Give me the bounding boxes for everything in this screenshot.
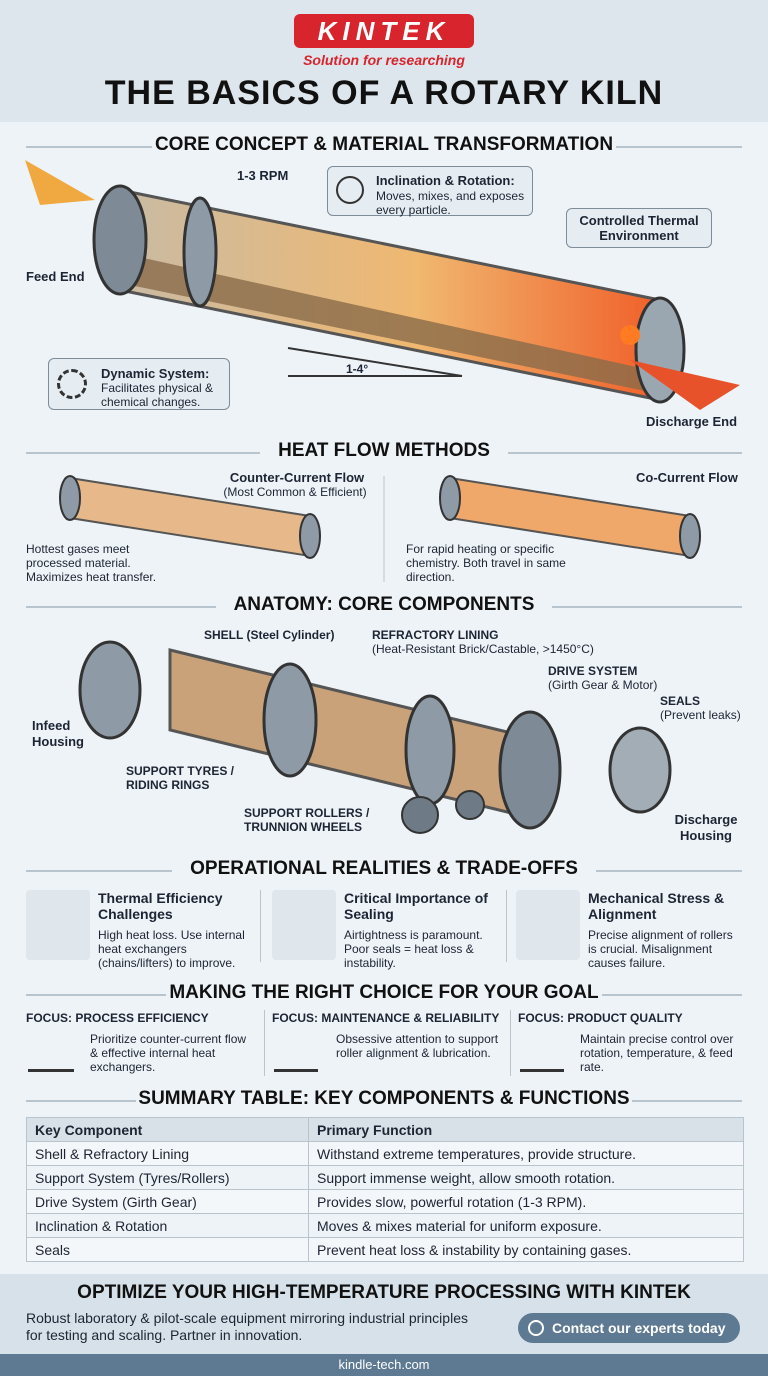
focus-quality-body: Maintain precise control over rotation, … <box>580 1032 734 1074</box>
thermal-callout: Controlled Thermal Environment <box>566 208 712 248</box>
heat-flow-illustration <box>59 475 701 582</box>
padlock-icon <box>272 890 336 960</box>
table-row: Support System (Tyres/Rollers) Support i… <box>26 1165 744 1190</box>
table-row: Seals Prevent heat loss & instability by… <box>26 1237 744 1262</box>
co-current-body: For rapid heating or specific chemistry.… <box>406 542 566 584</box>
table-row: Shell & Refractory Lining Withstand extr… <box>26 1141 744 1166</box>
card-sealing-title: Critical Importance of Sealing <box>344 890 488 922</box>
gauge-icon <box>336 176 364 204</box>
footer-body: Robust laboratory & pilot-scale equipmen… <box>26 1310 468 1343</box>
table-row: Inclination & Rotation Moves & mixes mat… <box>26 1213 744 1238</box>
seals-label: SEALS <box>660 694 701 708</box>
diamond-check-icon <box>520 1032 564 1072</box>
card-mechanical-title: Mechanical Stress & Alignment <box>588 890 725 922</box>
summary-table: Key Component Primary Function Shell & R… <box>26 1117 744 1262</box>
section-core-concept-heading: CORE CONCEPT & MATERIAL TRANSFORMATION <box>0 134 768 160</box>
angle-label: 1-4° <box>346 362 369 376</box>
refractory-lining-detail: (Heat-Resistant Brick/Castable, >1450°C) <box>372 642 594 656</box>
seals-detail: (Prevent leaks) <box>660 708 741 722</box>
focus-maintenance-body: Obsessive attention to support roller al… <box>336 1032 499 1060</box>
card-mechanical-body: Precise alignment of rollers is crucial.… <box>588 928 733 970</box>
inclination-callout: Inclination & Rotation: Moves, mixes, an… <box>327 166 533 217</box>
section-heat-flow-heading: HEAT FLOW METHODS <box>0 440 768 466</box>
column-primary-function: Primary Function <box>308 1117 744 1142</box>
rpm-label: 1-3 RPM <box>237 168 289 183</box>
counter-current-title: Counter-Current Flow <box>229 470 365 485</box>
focus-efficiency-label: FOCUS: PROCESS EFFICIENCY <box>26 1011 209 1025</box>
section-anatomy-heading: ANATOMY: CORE COMPONENTS <box>0 594 768 620</box>
support-tyres-label: SUPPORT TYRES / RIDING RINGS <box>126 764 235 792</box>
footer-url[interactable]: kindle-tech.com <box>0 1354 768 1376</box>
section-choice-heading: MAKING THE RIGHT CHOICE FOR YOUR GOAL <box>0 982 768 1008</box>
wrench-oilcan-icon <box>274 1032 318 1072</box>
footer-headline: OPTIMIZE YOUR HIGH-TEMPERATURE PROCESSIN… <box>77 1282 691 1303</box>
table-row: Drive System (Girth Gear) Provides slow,… <box>26 1189 744 1214</box>
focus-quality-label: FOCUS: PRODUCT QUALITY <box>518 1011 683 1025</box>
dynamic-callout: Dynamic System: Facilitates physical & c… <box>48 358 230 410</box>
shell-label: SHELL (Steel Cylinder) <box>204 628 335 642</box>
focus-maintenance-label: FOCUS: MAINTENANCE & RELIABILITY <box>272 1011 500 1025</box>
contact-experts-button[interactable]: Contact our experts today <box>518 1313 740 1343</box>
support-rollers-label: SUPPORT ROLLERS / TRUNNION WHEELS <box>244 806 370 834</box>
section-operational-heading: OPERATIONAL REALITIES & TRADE-OFFS <box>0 858 768 884</box>
kiln-illustration <box>25 160 740 410</box>
section-summary-heading: SUMMARY TABLE: KEY COMPONENTS & FUNCTION… <box>0 1088 768 1114</box>
focus-efficiency-body: Prioritize counter-current flow & effect… <box>90 1032 247 1074</box>
efficiency-arrow-icon <box>28 1032 74 1072</box>
gear-icon <box>57 369 87 399</box>
co-current-title: Co-Current Flow <box>636 470 738 485</box>
refractory-lining-label: REFRACTORY LINING <box>372 628 499 642</box>
discharge-housing-label: Discharge Housing <box>674 812 738 843</box>
gear-wrench-icon <box>516 890 580 960</box>
kintek-logo: KINTEK <box>294 14 474 48</box>
drive-system-detail: (Girth Gear & Motor) <box>548 678 658 692</box>
counter-current-subtitle: (Most Common & Efficient) <box>223 485 367 499</box>
infeed-housing-label: Infeed Housing <box>32 718 84 749</box>
column-key-component: Key Component <box>26 1117 309 1142</box>
page-title: THE BASICS OF A ROTARY KILN <box>104 74 664 112</box>
card-thermal-title: Thermal Efficiency Challenges <box>98 890 223 922</box>
table-header-row: Key Component Primary Function <box>26 1117 744 1142</box>
feed-end-label: Feed End <box>26 269 85 284</box>
phone-icon <box>528 1320 544 1336</box>
anatomy-illustration <box>78 640 672 834</box>
counter-current-body: Hottest gases meet processed material. M… <box>26 542 157 584</box>
card-sealing-body: Airtightness is paramount. Poor seals = … <box>344 928 483 970</box>
discharge-end-label: Discharge End <box>646 414 738 429</box>
tagline: Solution for researching <box>303 52 465 68</box>
card-thermal-body: High heat loss. Use internal heat exchan… <box>98 928 245 970</box>
drive-system-label: DRIVE SYSTEM <box>548 664 638 678</box>
flame-icon <box>26 890 90 960</box>
